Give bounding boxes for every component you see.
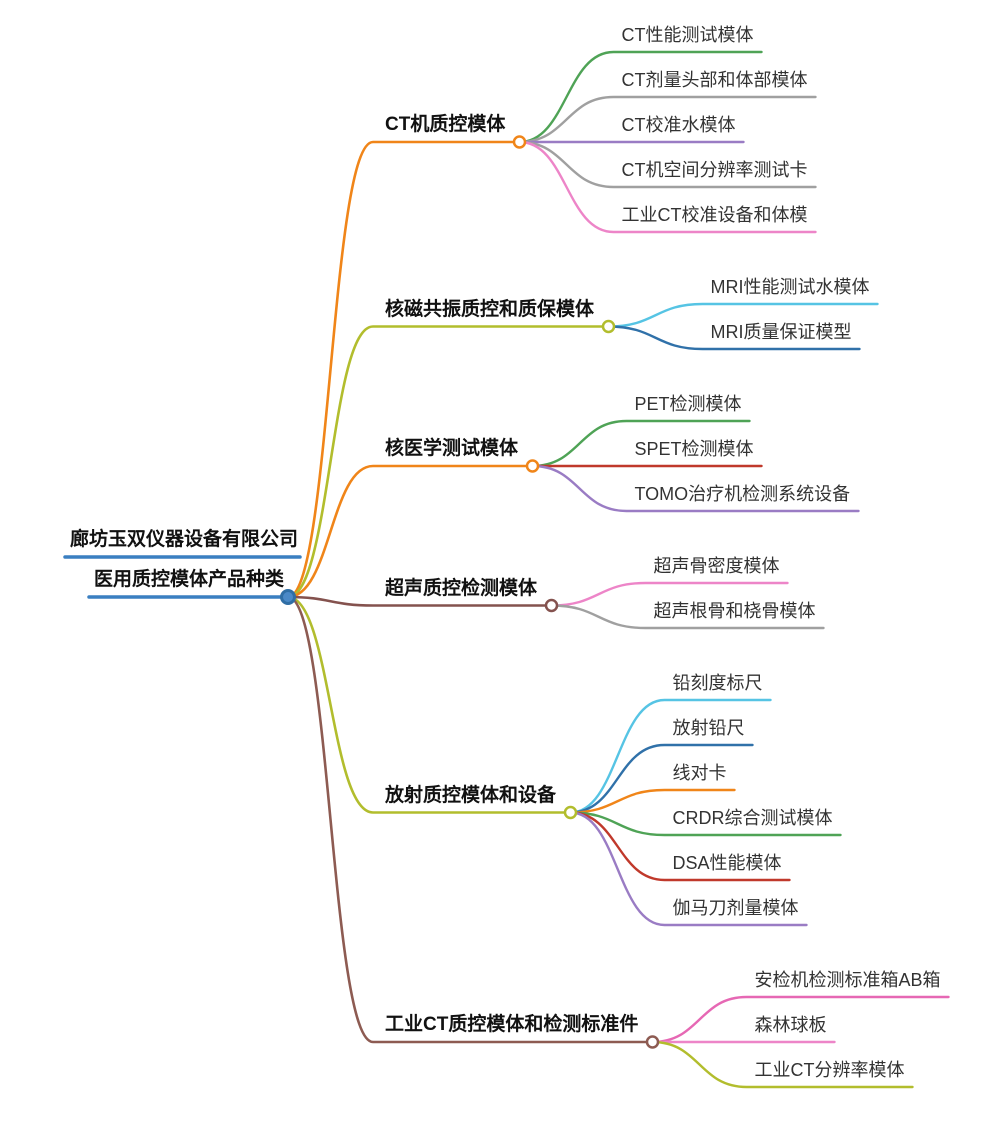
link-branch-1-child-1	[607, 325, 861, 351]
child-label-5-1: 森林球板	[754, 1015, 827, 1035]
child-label-4-4: DSA性能模体	[672, 853, 782, 873]
link-branch-4-child-1	[569, 743, 754, 814]
child-label-5-0: 安检机检测标准箱AB箱	[754, 970, 941, 990]
child-label-5-2: 工业CT分辨率模体	[754, 1060, 905, 1080]
child-label-0-4: 工业CT校准设备和体模	[621, 205, 808, 225]
link-branch-0-child-3	[518, 140, 817, 189]
branch-label-3: 超声质控检测模体	[385, 577, 538, 599]
link-branch-4-child-3	[569, 811, 842, 837]
link-branch-5-child-0	[651, 995, 950, 1044]
child-label-2-0: PET检测模体	[634, 394, 742, 414]
link-branch-5-child-2	[651, 1040, 914, 1089]
link-root-branch-3	[286, 595, 553, 607]
child-label-4-1: 放射铅尺	[672, 718, 745, 738]
child-label-1-1: MRI质量保证模型	[710, 322, 852, 342]
child-label-3-1: 超声根骨和桡骨模体	[653, 601, 816, 621]
child-label-0-1: CT剂量头部和体部模体	[621, 70, 808, 90]
link-branch-3-child-1	[550, 604, 825, 630]
link-branch-4-child-0	[569, 698, 772, 814]
link-branch-0-child-0	[518, 50, 763, 144]
branch-node-circle-5[interactable]	[645, 1035, 660, 1049]
branch-node-circle-4[interactable]	[563, 805, 578, 820]
child-label-2-2: TOMO治疗机检测系统设备	[634, 484, 851, 504]
link-branch-4-child-5	[569, 811, 808, 927]
child-label-3-0: 超声骨密度模体	[653, 556, 780, 576]
link-branch-0-child-4	[518, 140, 817, 234]
link-root-branch-5	[286, 595, 654, 1044]
child-label-4-0: 铅刻度标尺	[672, 673, 763, 693]
link-root-branch-4	[286, 595, 572, 814]
link-root-branch-2	[286, 464, 534, 599]
child-label-0-3: CT机空间分辨率测试卡	[621, 160, 808, 180]
root-title-label: 医用质控模体产品种类	[94, 569, 285, 590]
link-branch-0-child-1	[518, 95, 817, 144]
link-root-branch-0	[286, 140, 521, 599]
link-branch-2-child-0	[531, 419, 751, 468]
link-branch-4-child-4	[569, 811, 791, 882]
child-label-4-2: 线对卡	[672, 763, 727, 783]
child-label-4-3: CRDR综合测试模体	[672, 808, 833, 828]
branch-label-5: 工业CT质控模体和检测标准件	[385, 1014, 639, 1035]
root-node-circle[interactable]	[280, 589, 296, 605]
root-company-label: 廊坊玉双仪器设备有限公司	[70, 529, 299, 550]
branch-label-0: CT机质控模体	[385, 114, 506, 135]
child-label-0-2: CT校准水模体	[621, 115, 736, 135]
child-label-1-0: MRI性能测试水模体	[710, 277, 870, 297]
link-branch-4-child-2	[569, 788, 736, 814]
link-branch-3-child-0	[550, 581, 789, 607]
branch-label-1: 核磁共振质控和质保模体	[385, 298, 595, 320]
branch-label-4: 放射质控模体和设备	[385, 784, 557, 806]
child-label-2-1: SPET检测模体	[634, 439, 754, 459]
branch-node-circle-0[interactable]	[512, 135, 527, 149]
branch-label-2: 核医学测试模体	[385, 438, 519, 459]
link-branch-2-child-2	[531, 464, 860, 513]
link-root-branch-1	[286, 325, 610, 599]
branch-node-circle-2[interactable]	[525, 459, 540, 473]
link-branch-1-child-0	[607, 302, 879, 328]
child-label-4-5: 伽马刀剂量模体	[672, 898, 799, 918]
branch-node-circle-1[interactable]	[601, 319, 616, 334]
branch-node-circle-3[interactable]	[544, 598, 559, 613]
child-label-0-0: CT性能测试模体	[621, 25, 754, 45]
